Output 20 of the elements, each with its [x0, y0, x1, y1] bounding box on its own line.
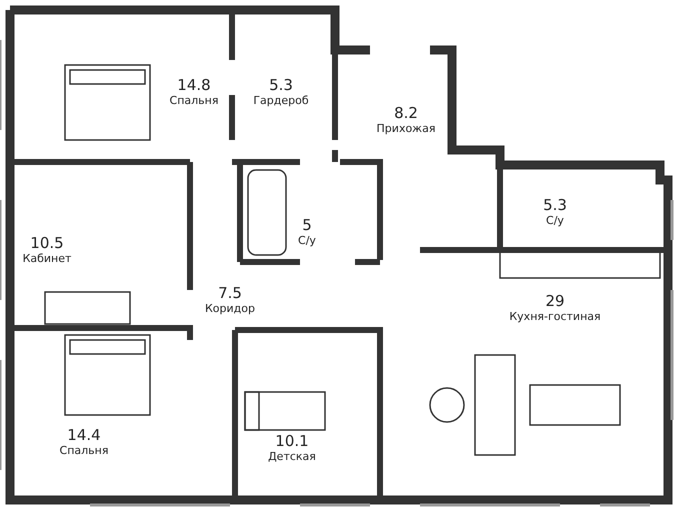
- room-area: 5.3: [543, 196, 567, 214]
- room-name: Коридор: [205, 302, 255, 316]
- room-name: Кухня-гостиная: [509, 310, 601, 324]
- room-name: Детская: [268, 450, 316, 464]
- room-name: Кабинет: [22, 252, 72, 266]
- room-name: С/у: [545, 214, 565, 228]
- room-area: 7.5: [205, 284, 255, 302]
- room-area: 14.4: [60, 426, 108, 444]
- room-area: 5.3: [253, 76, 309, 94]
- room-area: 10.1: [268, 432, 316, 450]
- room-name: Спальня: [170, 94, 218, 108]
- room-area: 10.5: [22, 234, 72, 252]
- room-name: Гардероб: [253, 94, 309, 108]
- room-area: 5: [298, 216, 316, 234]
- room-name: Спальня: [60, 444, 108, 458]
- room-area: 8.2: [376, 104, 436, 122]
- room-area: 29: [509, 292, 601, 310]
- room-name: С/у: [298, 234, 316, 248]
- room-area: 14.8: [170, 76, 218, 94]
- room-name: Прихожая: [376, 122, 436, 136]
